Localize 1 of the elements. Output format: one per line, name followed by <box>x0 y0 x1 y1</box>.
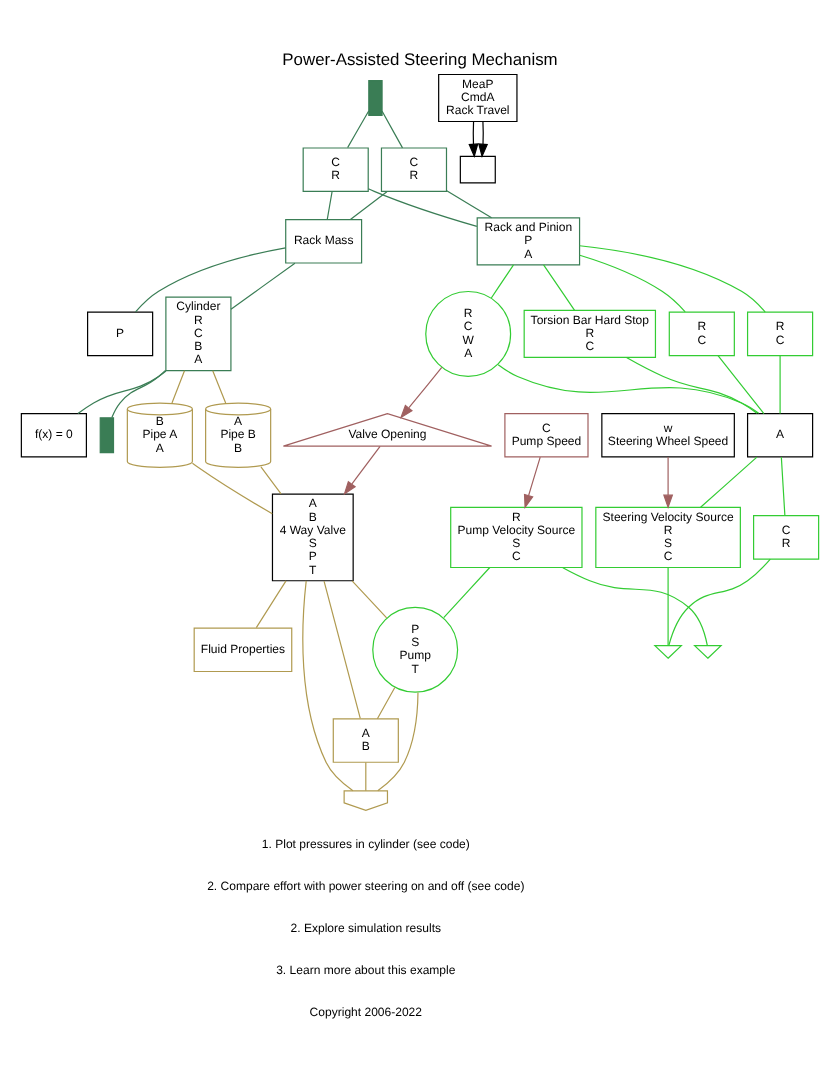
diagram-title: Power-Assisted Steering Mechanism <box>282 48 558 69</box>
